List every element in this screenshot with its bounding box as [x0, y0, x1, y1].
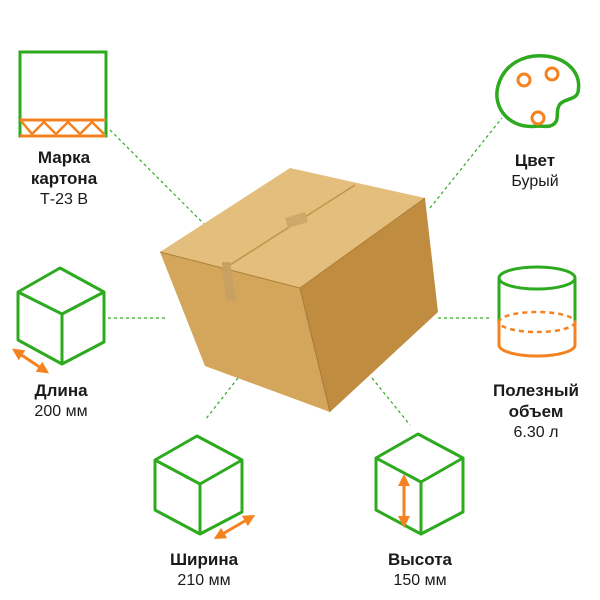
spec-vysota-value: 150 мм: [393, 572, 447, 589]
corrugated-cardboard-icon: [18, 50, 108, 138]
spec-dlina-value: 200 мм: [34, 403, 88, 420]
spec-obem-title-1: Полезный: [493, 381, 579, 400]
spec-dlina: Длина 200 мм: [5, 380, 117, 422]
spec-vysota: Высота 150 мм: [364, 549, 476, 591]
spec-shirina-value: 210 мм: [177, 572, 231, 589]
spec-dlina-title: Длина: [34, 381, 88, 400]
spec-obem-value: 6.30 л: [513, 424, 559, 441]
connector-lines: [108, 117, 503, 426]
cardboard-box-image: [159, 168, 438, 413]
spec-shirina: Ширина 210 мм: [148, 549, 260, 591]
spec-cvet: Цвет Бурый: [480, 150, 590, 192]
spec-marka-title-2: картона: [30, 169, 98, 188]
palette-icon: [495, 54, 581, 129]
cylinder-volume-icon: [497, 265, 577, 358]
spec-marka-value: Т-23 В: [39, 191, 88, 208]
spec-obem-title-2: объем: [508, 402, 564, 421]
spec-vysota-title: Высота: [388, 550, 452, 569]
spec-marka-title-1: Марка: [37, 148, 91, 167]
spec-shirina-title: Ширина: [169, 550, 239, 569]
spec-marka: Марка картона Т-23 В: [8, 147, 120, 210]
cube-length-icon: [12, 266, 106, 374]
spec-cvet-value: Бурый: [511, 173, 559, 190]
spec-obem: Полезный объем 6.30 л: [478, 380, 594, 443]
cube-height-icon: [374, 432, 465, 536]
spec-cvet-title: Цвет: [514, 151, 556, 170]
cube-width-icon: [153, 434, 256, 540]
